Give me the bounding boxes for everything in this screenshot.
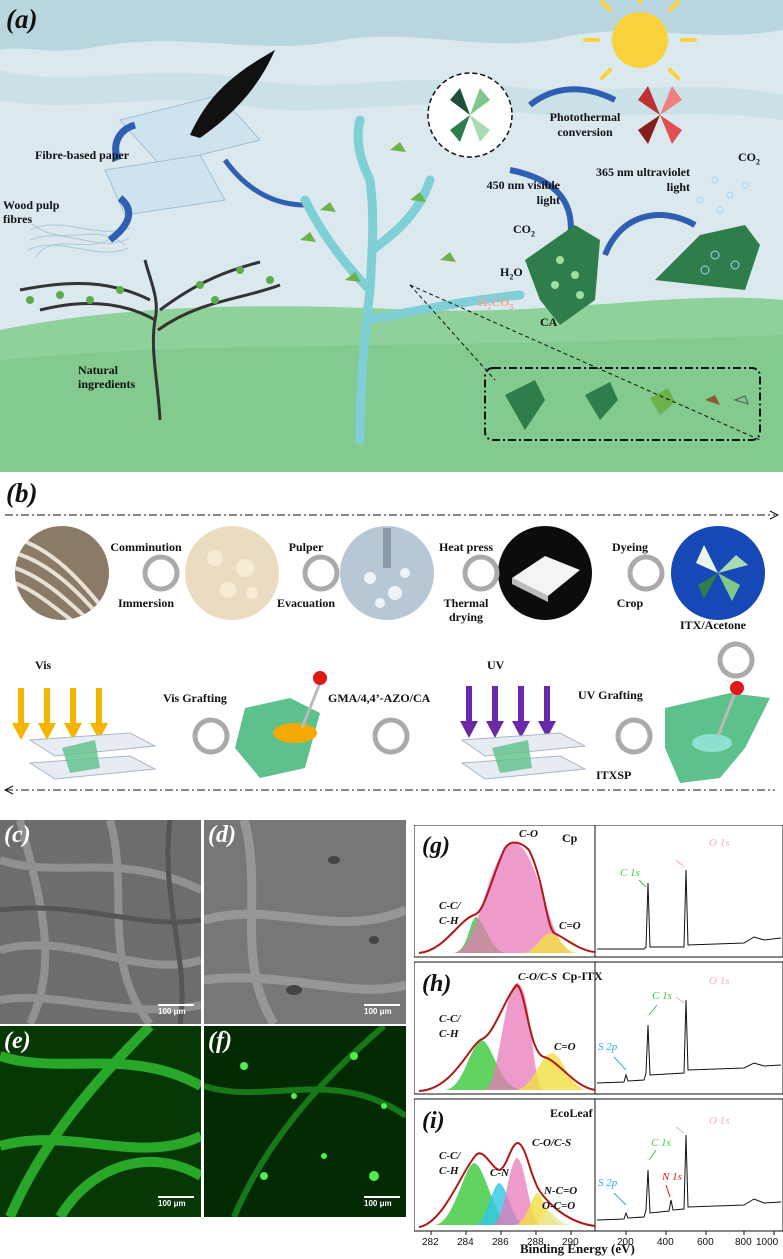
h2co3-label: H2CO3 (478, 295, 514, 312)
uv-light-label: 365 nm ultraviolet light (596, 165, 690, 194)
panel-e-letter: (e) (4, 1028, 31, 1054)
co2-top-label: CO2 (738, 150, 760, 167)
sem-c: (c) 100 μm (0, 820, 201, 1024)
peak-g-cc: C-C/ (439, 900, 461, 912)
hr-tick-1: 284 (457, 1237, 474, 1248)
natural-ingredients-label: Natural ingredients (78, 363, 136, 391)
survey-g-c1s: C 1s (620, 867, 640, 879)
scale-bar-d (364, 1004, 400, 1006)
scale-label-e: 100 μm (158, 1199, 186, 1208)
peak-i-ch: C-H (439, 1165, 459, 1177)
survey-tick-1: 400 (657, 1237, 674, 1248)
survey-i-n1s: N 1s (662, 1171, 682, 1183)
step-comminution: Comminution Immersion (110, 540, 182, 610)
survey-h-s2p: S 2p (598, 1041, 618, 1053)
survey-i-c1s: C 1s (651, 1137, 671, 1149)
sem-d: (d) 100 μm (204, 820, 406, 1024)
panel-b-illustration (3, 510, 780, 795)
fibre-paper-label: Fibre-based paper (35, 148, 130, 162)
peak-i-oco: O-C=O (542, 1200, 576, 1212)
scale-label-d: 100 μm (364, 1007, 392, 1016)
vis-grafting-label: Vis Grafting (163, 691, 227, 705)
fluor-f-texture (204, 1026, 406, 1217)
survey-h-c1s: C 1s (652, 990, 672, 1002)
scale-label-c: 100 μm (158, 1007, 186, 1016)
ca-label: CA (540, 315, 558, 329)
scale-bar-c (158, 1004, 194, 1006)
sem-d-texture (204, 820, 406, 1024)
survey-h-o1s: O 1s (709, 975, 730, 987)
x-axis-label: Binding Energy (eV) (520, 1241, 635, 1256)
wood-pulp-label: Wood pulp fibres (3, 198, 60, 226)
peak-g-co: C-O (519, 828, 538, 840)
survey-g-o1s: O 1s (709, 837, 730, 849)
peak-h-cc: C-C/ (439, 1013, 461, 1025)
xps-plots (414, 825, 783, 1235)
fluor-e: (e) 100 μm (0, 1026, 201, 1217)
fluor-e-texture (0, 1026, 201, 1217)
uv-grafting-label: UV Grafting (578, 688, 643, 702)
hr-tick-3: 288 (527, 1237, 544, 1248)
survey-tick-4: 1000 (756, 1237, 779, 1248)
co2-mid-label: CO2 (513, 222, 535, 239)
panel-g-letter: (g) (422, 833, 450, 859)
step-pulper: Pulper Evacuation (276, 540, 335, 610)
panel-h-letter: (h) (422, 971, 452, 997)
step-heat-press: Heat press Thermal drying (438, 540, 494, 624)
peak-i-cc: C-C/ (439, 1150, 461, 1162)
sample-cp-itx: Cp-ITX (562, 969, 603, 983)
scale-label-f: 100 μm (364, 1199, 392, 1208)
uv-label: UV (487, 658, 505, 672)
hr-tick-0: 282 (422, 1237, 439, 1248)
scale-bar-f (364, 1196, 400, 1198)
peak-g-c=o: C=O (559, 920, 581, 932)
sample-ecoleaf: EcoLeaf (550, 1106, 593, 1120)
peak-h-cocs: C-O/C-S (518, 971, 558, 983)
panel-b-letter: (b) (6, 478, 38, 508)
visible-light-label: 450 nm visible light (486, 178, 560, 207)
panel-a: (a) Fibre-based paper Wood pulp fibres N… (0, 0, 783, 472)
photothermal-label: Photothermal conversion (549, 110, 621, 139)
itx-acetone-label: ITX/Acetone (680, 618, 746, 632)
peak-i-cocs: C-O/C-S (532, 1137, 572, 1149)
vis-label: Vis (35, 658, 52, 672)
survey-i-s2p: S 2p (598, 1177, 618, 1189)
scale-bar-e (158, 1196, 194, 1198)
hr-tick-4: 290 (562, 1237, 579, 1248)
itxsp-label: ITXSP (596, 768, 632, 782)
peak-i-ncо: N-C=O (544, 1185, 578, 1197)
peak-h-c=o: C=O (554, 1041, 576, 1053)
hr-tick-2: 286 (492, 1237, 509, 1248)
survey-tick-3: 800 (735, 1237, 752, 1248)
panel-d-letter: (d) (208, 822, 236, 848)
sample-cp: Cp (562, 831, 578, 845)
panel-c-letter: (c) (4, 822, 31, 848)
survey-i-o1s: O 1s (709, 1115, 730, 1127)
panel-f-letter: (f) (208, 1028, 232, 1054)
panel-i-letter: (i) (422, 1108, 445, 1134)
peak-i-cn: C-N (490, 1167, 509, 1179)
panel-a-letter: (a) (6, 4, 38, 34)
panel-b: (b) Comminution Immersion Pulper Evacuat… (0, 478, 783, 800)
panel-a-illustration (0, 0, 783, 472)
peak-h-ch: C-H (439, 1028, 459, 1040)
sem-c-texture (0, 820, 201, 1024)
step-dyeing: Dyeing Crop (612, 540, 648, 610)
xps-figure: (g) Cp C-O C-C/ C-H C=O C 1s O 1s (h) Cp… (414, 825, 783, 1259)
h2o-label: H2O (500, 265, 523, 282)
gma-label: GMA/4,4’-AZO/CA (328, 691, 431, 705)
peak-g-ch: C-H (439, 915, 459, 927)
survey-tick-2: 600 (697, 1237, 714, 1248)
survey-tick-0: 200 (617, 1237, 634, 1248)
fluor-f: (f) 100 μm (204, 1026, 406, 1217)
